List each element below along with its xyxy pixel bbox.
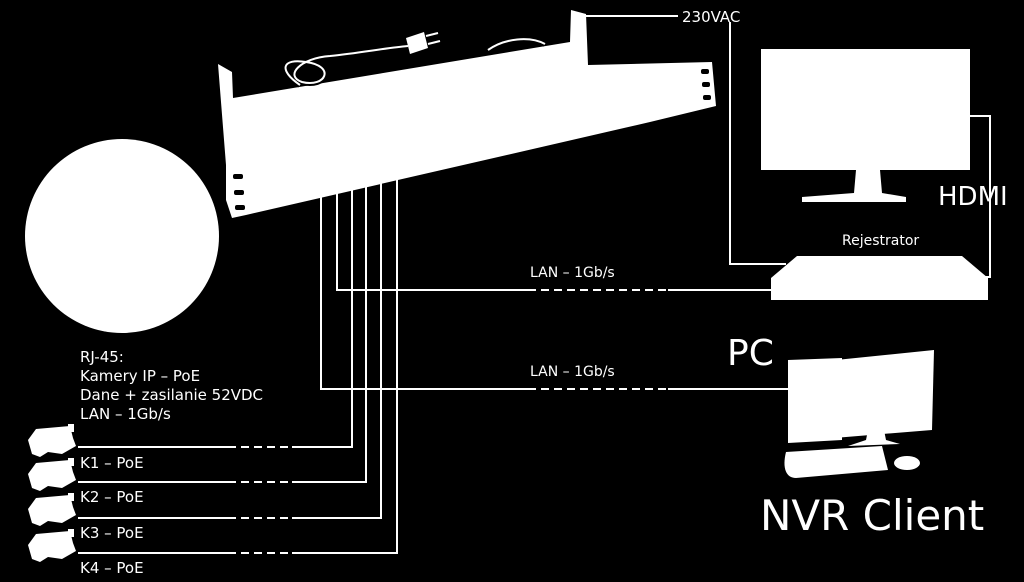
camera-3 bbox=[28, 493, 76, 526]
camera-label-1: K1 – PoE bbox=[80, 454, 144, 472]
circle-placeholder bbox=[25, 139, 219, 333]
hdmi-label: HDMI bbox=[938, 182, 1008, 212]
recorder-power-line bbox=[729, 22, 786, 265]
camera-cable-4 bbox=[78, 180, 398, 554]
camera-label-4: K4 – PoE bbox=[80, 559, 144, 577]
camera-cable-1 bbox=[78, 185, 353, 448]
rj45-line-2: Dane + zasilanie 52VDC bbox=[80, 386, 263, 404]
lan-pc-wire bbox=[320, 195, 528, 390]
nvr-client-label: NVR Client bbox=[760, 491, 984, 540]
recorder-label: Rejestrator bbox=[842, 233, 919, 249]
power-label: 230VAC bbox=[682, 8, 740, 26]
camera-label-3: K3 – PoE bbox=[80, 524, 144, 542]
rj45-line-1: Kamery IP – PoE bbox=[80, 367, 200, 385]
camera-2 bbox=[28, 458, 76, 491]
rj45-line-3: LAN – 1Gb/s bbox=[80, 405, 171, 423]
recorder-device bbox=[771, 256, 988, 300]
camera-cable-3 bbox=[78, 182, 382, 519]
power-cord bbox=[282, 32, 547, 88]
camera-1 bbox=[28, 424, 76, 457]
pc-label: PC bbox=[727, 333, 774, 374]
monitor bbox=[761, 49, 970, 202]
pc-workstation bbox=[784, 350, 934, 478]
lan-recorder-wire bbox=[336, 182, 528, 291]
lan-pc-label: LAN – 1Gb/s bbox=[530, 364, 615, 380]
lan-recorder-label: LAN – 1Gb/s bbox=[530, 265, 615, 281]
camera-4 bbox=[28, 529, 76, 562]
poe-switch bbox=[218, 10, 716, 218]
camera-label-2: K2 – PoE bbox=[80, 488, 144, 506]
rj45-title: RJ-45: bbox=[80, 348, 124, 366]
camera-cable-2 bbox=[78, 182, 367, 483]
